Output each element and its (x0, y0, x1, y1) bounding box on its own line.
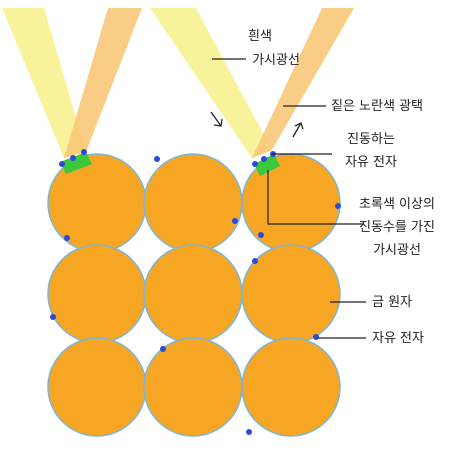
green-light-label-line1: 초록색 이상의 (359, 197, 435, 212)
vibrating-electron (81, 149, 87, 155)
vibrating-electron-label-line1: 진동하는 (347, 132, 395, 147)
reflected-arrow (293, 123, 303, 137)
gold-atom (242, 338, 340, 436)
vibrating-electron (261, 156, 267, 162)
gold-atom (48, 338, 146, 436)
free-electron (252, 258, 258, 264)
free-electron (335, 203, 341, 209)
free-electron (64, 235, 70, 241)
free-electron-label: 자유 전자 (372, 331, 424, 346)
gold-atom (144, 245, 242, 343)
free-electron (154, 156, 160, 162)
vibrating-electron-label-line2: 자유 전자 (345, 155, 397, 170)
incoming-arrow (211, 112, 222, 126)
vibrating-electron (59, 161, 65, 167)
yellow-light-label: 짙은 노란색 광택 (331, 99, 423, 114)
free-electron (50, 314, 56, 320)
free-electron (246, 429, 252, 435)
gold-atom (48, 245, 146, 343)
white-light-label-line2: 가시광선 (252, 53, 300, 68)
free-electron (160, 346, 166, 352)
white-light-label-line1: 흰색 (248, 29, 272, 44)
free-electron (313, 334, 319, 340)
free-electron (258, 232, 264, 238)
yellow-light-beam-left (64, 8, 142, 158)
green-light-label-line3: 가시광선 (373, 243, 421, 258)
gold-atom (48, 154, 146, 252)
green-light-label-line2: 진동수를 가진 (359, 220, 435, 235)
vibrating-electron (70, 155, 76, 161)
gold-atom-grid (48, 154, 340, 436)
gold-atom (144, 338, 242, 436)
free-electron (232, 218, 238, 224)
vibrating-electron (252, 161, 258, 167)
gold-atom (144, 154, 242, 252)
gold-atom-label: 금 원자 (372, 295, 412, 310)
